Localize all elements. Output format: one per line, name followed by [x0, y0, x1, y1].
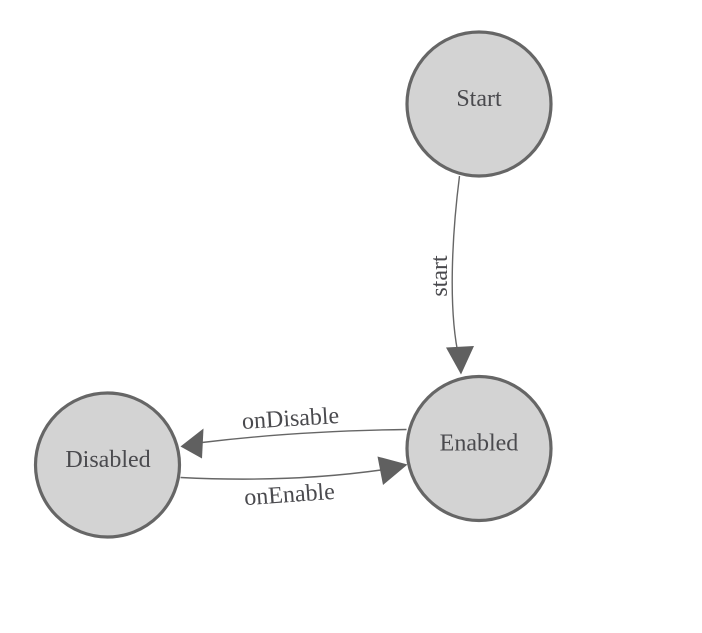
edge-label-ondisable: onDisable	[241, 403, 340, 435]
state-label-disabled: Disabled	[65, 447, 150, 473]
arrowhead-icon	[180, 428, 204, 459]
node-disabled: Disabled	[33, 391, 182, 539]
transition-line-onenable	[180, 469, 382, 480]
node-enabled: Enabled	[405, 374, 553, 523]
state-label-start: Start	[456, 86, 502, 112]
arrowhead-icon	[446, 346, 474, 375]
transition-line-ondisable	[201, 428, 407, 444]
state-label-enabled: Enabled	[440, 431, 519, 457]
edge-label-onenable: onEnable	[243, 479, 335, 511]
state-circle-start	[405, 30, 553, 178]
edge-disabled-to-enabled: onEnable	[180, 456, 408, 511]
arrowhead-icon	[377, 456, 408, 485]
edge-enabled-to-disabled: onDisable	[180, 403, 407, 459]
edge-label-start: start	[427, 255, 453, 297]
transition-line-start	[451, 175, 461, 359]
state-circle-disabled	[33, 391, 182, 539]
edge-start-to-enabled: start	[427, 175, 474, 375]
node-start: Start	[405, 30, 553, 178]
state-circle-enabled	[405, 374, 553, 523]
